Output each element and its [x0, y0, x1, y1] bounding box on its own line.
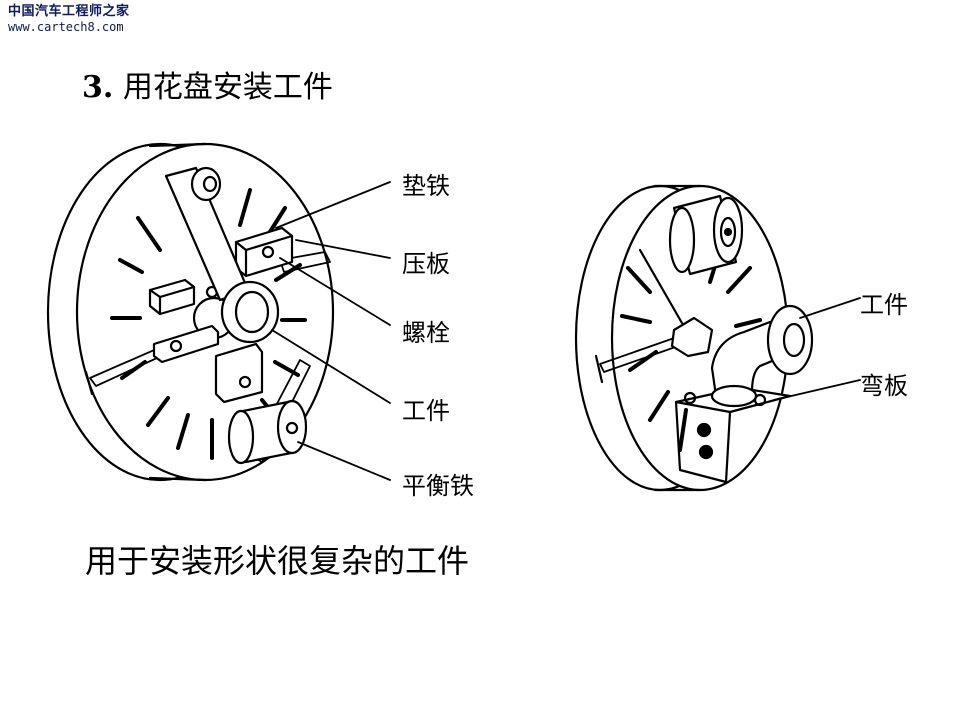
- watermark: 中国汽车工程师之家 www.cartech8.com: [8, 4, 130, 35]
- left-leader-lines: [271, 181, 391, 481]
- watermark-site-name: 中国汽车工程师之家: [8, 4, 130, 19]
- slide-title: 3. 用花盘安装工件: [82, 62, 333, 106]
- right-faceplate-drawing: [574, 184, 861, 492]
- slide-title-text: 用花盘安装工件: [122, 70, 333, 105]
- label-counterweight: 平衡铁: [402, 472, 474, 500]
- slide-title-number: 3.: [82, 70, 114, 105]
- label-angle-plate: 弯板: [860, 372, 908, 400]
- label-pressure-plate: 压板: [402, 250, 450, 278]
- label-bolt: 螺栓: [402, 319, 450, 347]
- label-workpiece-right: 工件: [860, 291, 908, 319]
- slide-caption: 用于安装形状很复杂的工件: [85, 542, 470, 580]
- right-leader-lines: [773, 297, 861, 401]
- watermark-url: www.cartech8.com: [8, 20, 124, 35]
- left-faceplate-drawing: [46, 142, 391, 482]
- label-pad-iron: 垫铁: [402, 172, 450, 200]
- label-workpiece-left: 工件: [402, 397, 450, 425]
